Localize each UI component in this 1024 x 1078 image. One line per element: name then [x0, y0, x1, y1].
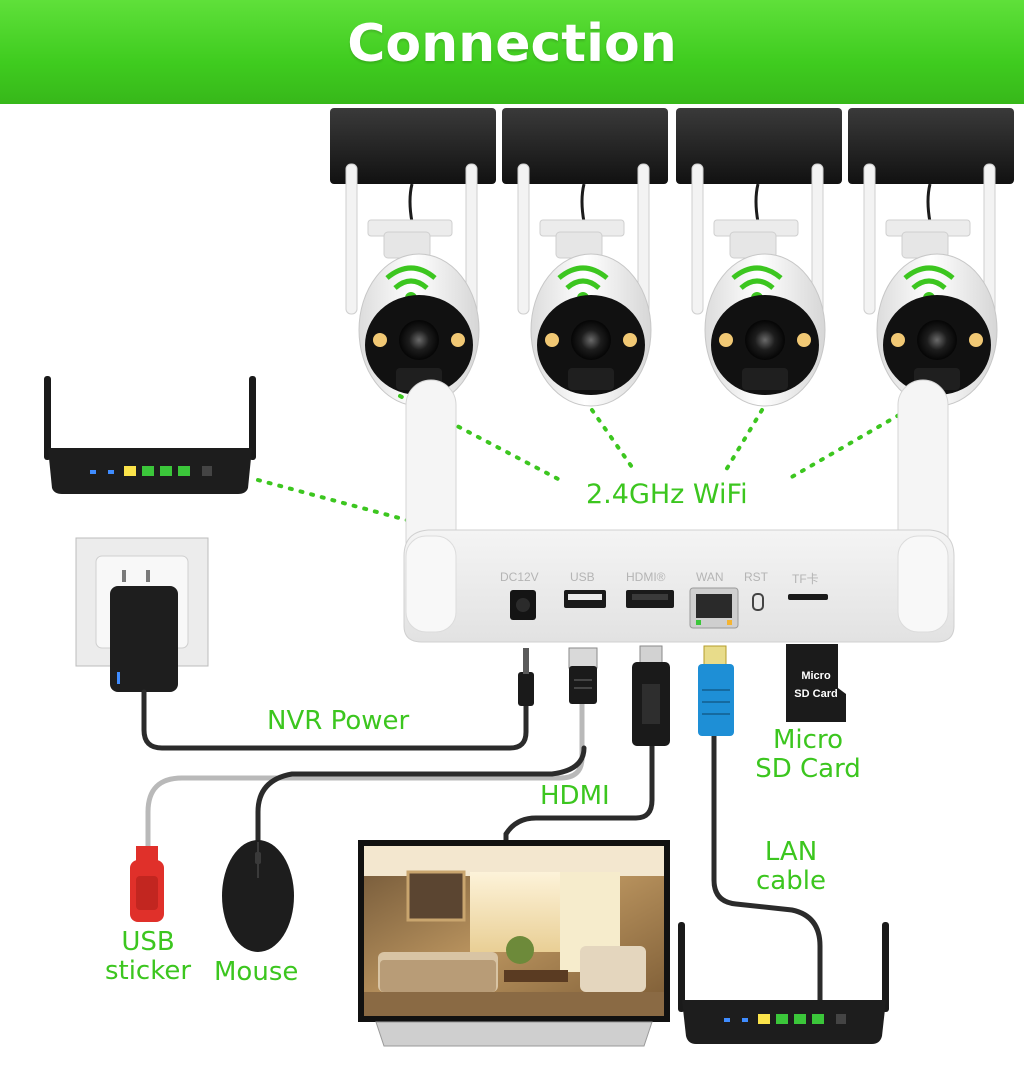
- port-label-dc12v: DC12V: [500, 570, 539, 584]
- lan-plug: [698, 645, 734, 736]
- camera-2: [502, 108, 668, 407]
- port-label-tf: TF卡: [792, 572, 819, 586]
- lan-router: [678, 922, 889, 1044]
- camera-4: [848, 108, 1014, 407]
- mouse-cable: [255, 745, 587, 855]
- lan-cable: [711, 733, 823, 1003]
- micro-sd-label-line2: SD Card: [755, 754, 861, 785]
- rst-button: [752, 593, 764, 611]
- nvr-recorder: [403, 379, 955, 643]
- usb-plug: [568, 647, 598, 704]
- lan-cable-label-line1: LAN: [764, 837, 818, 867]
- dc-plug: [518, 648, 534, 706]
- sd-card-text-line2: SD Card: [794, 688, 838, 700]
- micro-sd-label: Micro SD Card: [748, 725, 868, 785]
- camera-3: [676, 108, 842, 407]
- solar-panel: [676, 108, 842, 184]
- camera-antenna-left: [691, 163, 704, 315]
- usb-sticker-label: USB sticker: [98, 927, 198, 987]
- hdmi-plug: [632, 645, 670, 746]
- hdmi-cable: [503, 741, 655, 843]
- sd-card-text-line1: Micro: [801, 670, 831, 682]
- wifi-router: [44, 376, 256, 494]
- page-title: Connection: [347, 14, 677, 74]
- cables: [141, 689, 823, 1003]
- tf-slot: [788, 594, 828, 600]
- mouse: [222, 840, 294, 952]
- camera-antenna-left: [517, 163, 530, 315]
- micro-sd-card: [786, 644, 846, 722]
- micro-sd-label-line1: Micro: [773, 725, 843, 755]
- title-banner: Connection: [0, 0, 1024, 104]
- port-label-usb: USB: [570, 570, 595, 584]
- hdmi-label: HDMI: [540, 781, 610, 811]
- solar-panel: [848, 108, 1014, 184]
- tv-monitor: [358, 840, 670, 1047]
- nvr-power-label: NVR Power: [267, 706, 410, 736]
- port-label-hdmi: HDMI®: [626, 570, 666, 584]
- power-adapter: [110, 586, 178, 692]
- lan-cable-label: LAN cable: [746, 837, 836, 897]
- port-label-wan: WAN: [696, 570, 724, 584]
- nvr-power-cable: [141, 689, 529, 751]
- wifi-links: [256, 394, 920, 524]
- lan-cable-label-line2: cable: [756, 866, 826, 897]
- camera-antenna-left: [863, 163, 876, 315]
- camera-antenna-left: [345, 163, 358, 315]
- usb-stick: [130, 846, 164, 922]
- usb-stick-cable: [145, 701, 585, 863]
- solar-panel: [330, 108, 496, 184]
- solar-panel: [502, 108, 668, 184]
- camera-1: [330, 108, 496, 407]
- port-label-rst: RST: [744, 570, 768, 584]
- usb-sticker-label-line1: USB: [121, 927, 175, 957]
- wall-socket-adapter: [75, 537, 209, 692]
- usb-sticker-label-line2: sticker: [104, 956, 192, 987]
- wifi-label: 2.4GHz WiFi: [586, 479, 748, 510]
- mouse-label: Mouse: [214, 957, 299, 987]
